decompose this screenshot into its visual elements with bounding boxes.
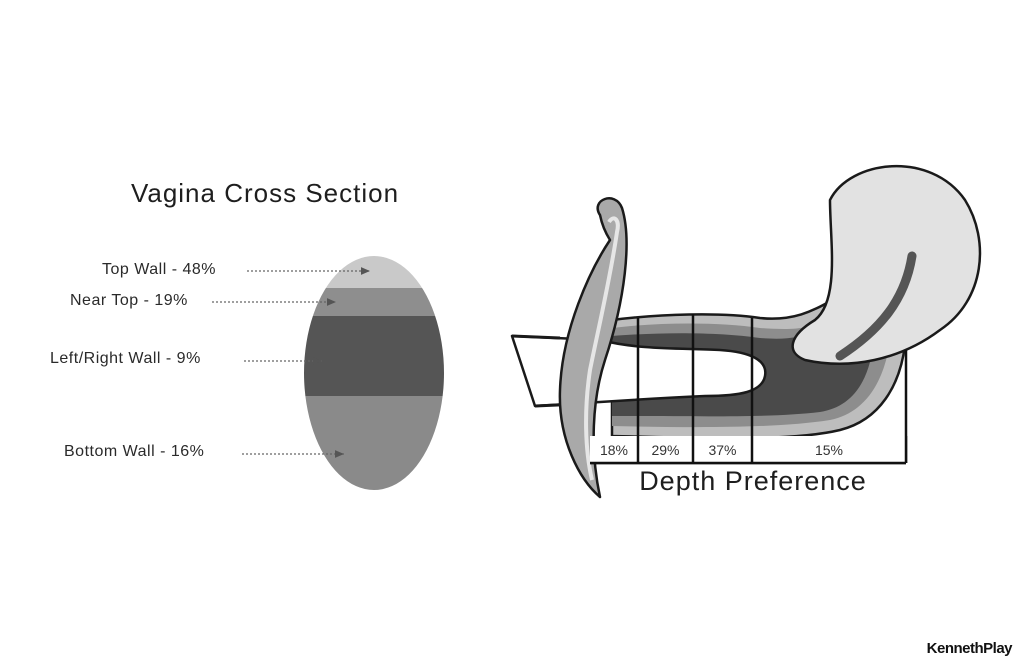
near-top-band (304, 288, 445, 316)
left-right-wall-label: Left/Right Wall - 9% (50, 350, 201, 367)
depth-zone-2-label: 29% (651, 442, 680, 458)
depth-label-strip (590, 436, 906, 463)
bottom-wall-label: Bottom Wall - 16% (64, 443, 205, 460)
uterus-channel (835, 251, 917, 361)
depth-zone-4-label: 15% (814, 442, 844, 458)
brand-logo: KennethPlay (926, 640, 1013, 657)
depth-zone-1-label: 18% (599, 442, 629, 458)
bottom-wall-band (304, 396, 445, 491)
top-wall-band (304, 256, 445, 288)
labia-highlight (584, 216, 620, 481)
depth-zone-3-label: 37% (708, 442, 737, 458)
depth-label-dividers (590, 436, 908, 465)
uterus (791, 165, 982, 365)
cross-section-ring (304, 256, 445, 491)
cross-section-title: Vagina Cross Section (130, 178, 400, 208)
top-wall-label: Top Wall - 48% (102, 261, 216, 278)
depth-preference-title: Depth Preference (639, 466, 867, 496)
left-right-wall-band (304, 316, 445, 396)
near-top-label: Near Top - 19% (70, 292, 188, 309)
finger-top-edge (511, 334, 561, 340)
anatomy-illustration (510, 165, 982, 499)
pointer-arrows (212, 267, 370, 458)
